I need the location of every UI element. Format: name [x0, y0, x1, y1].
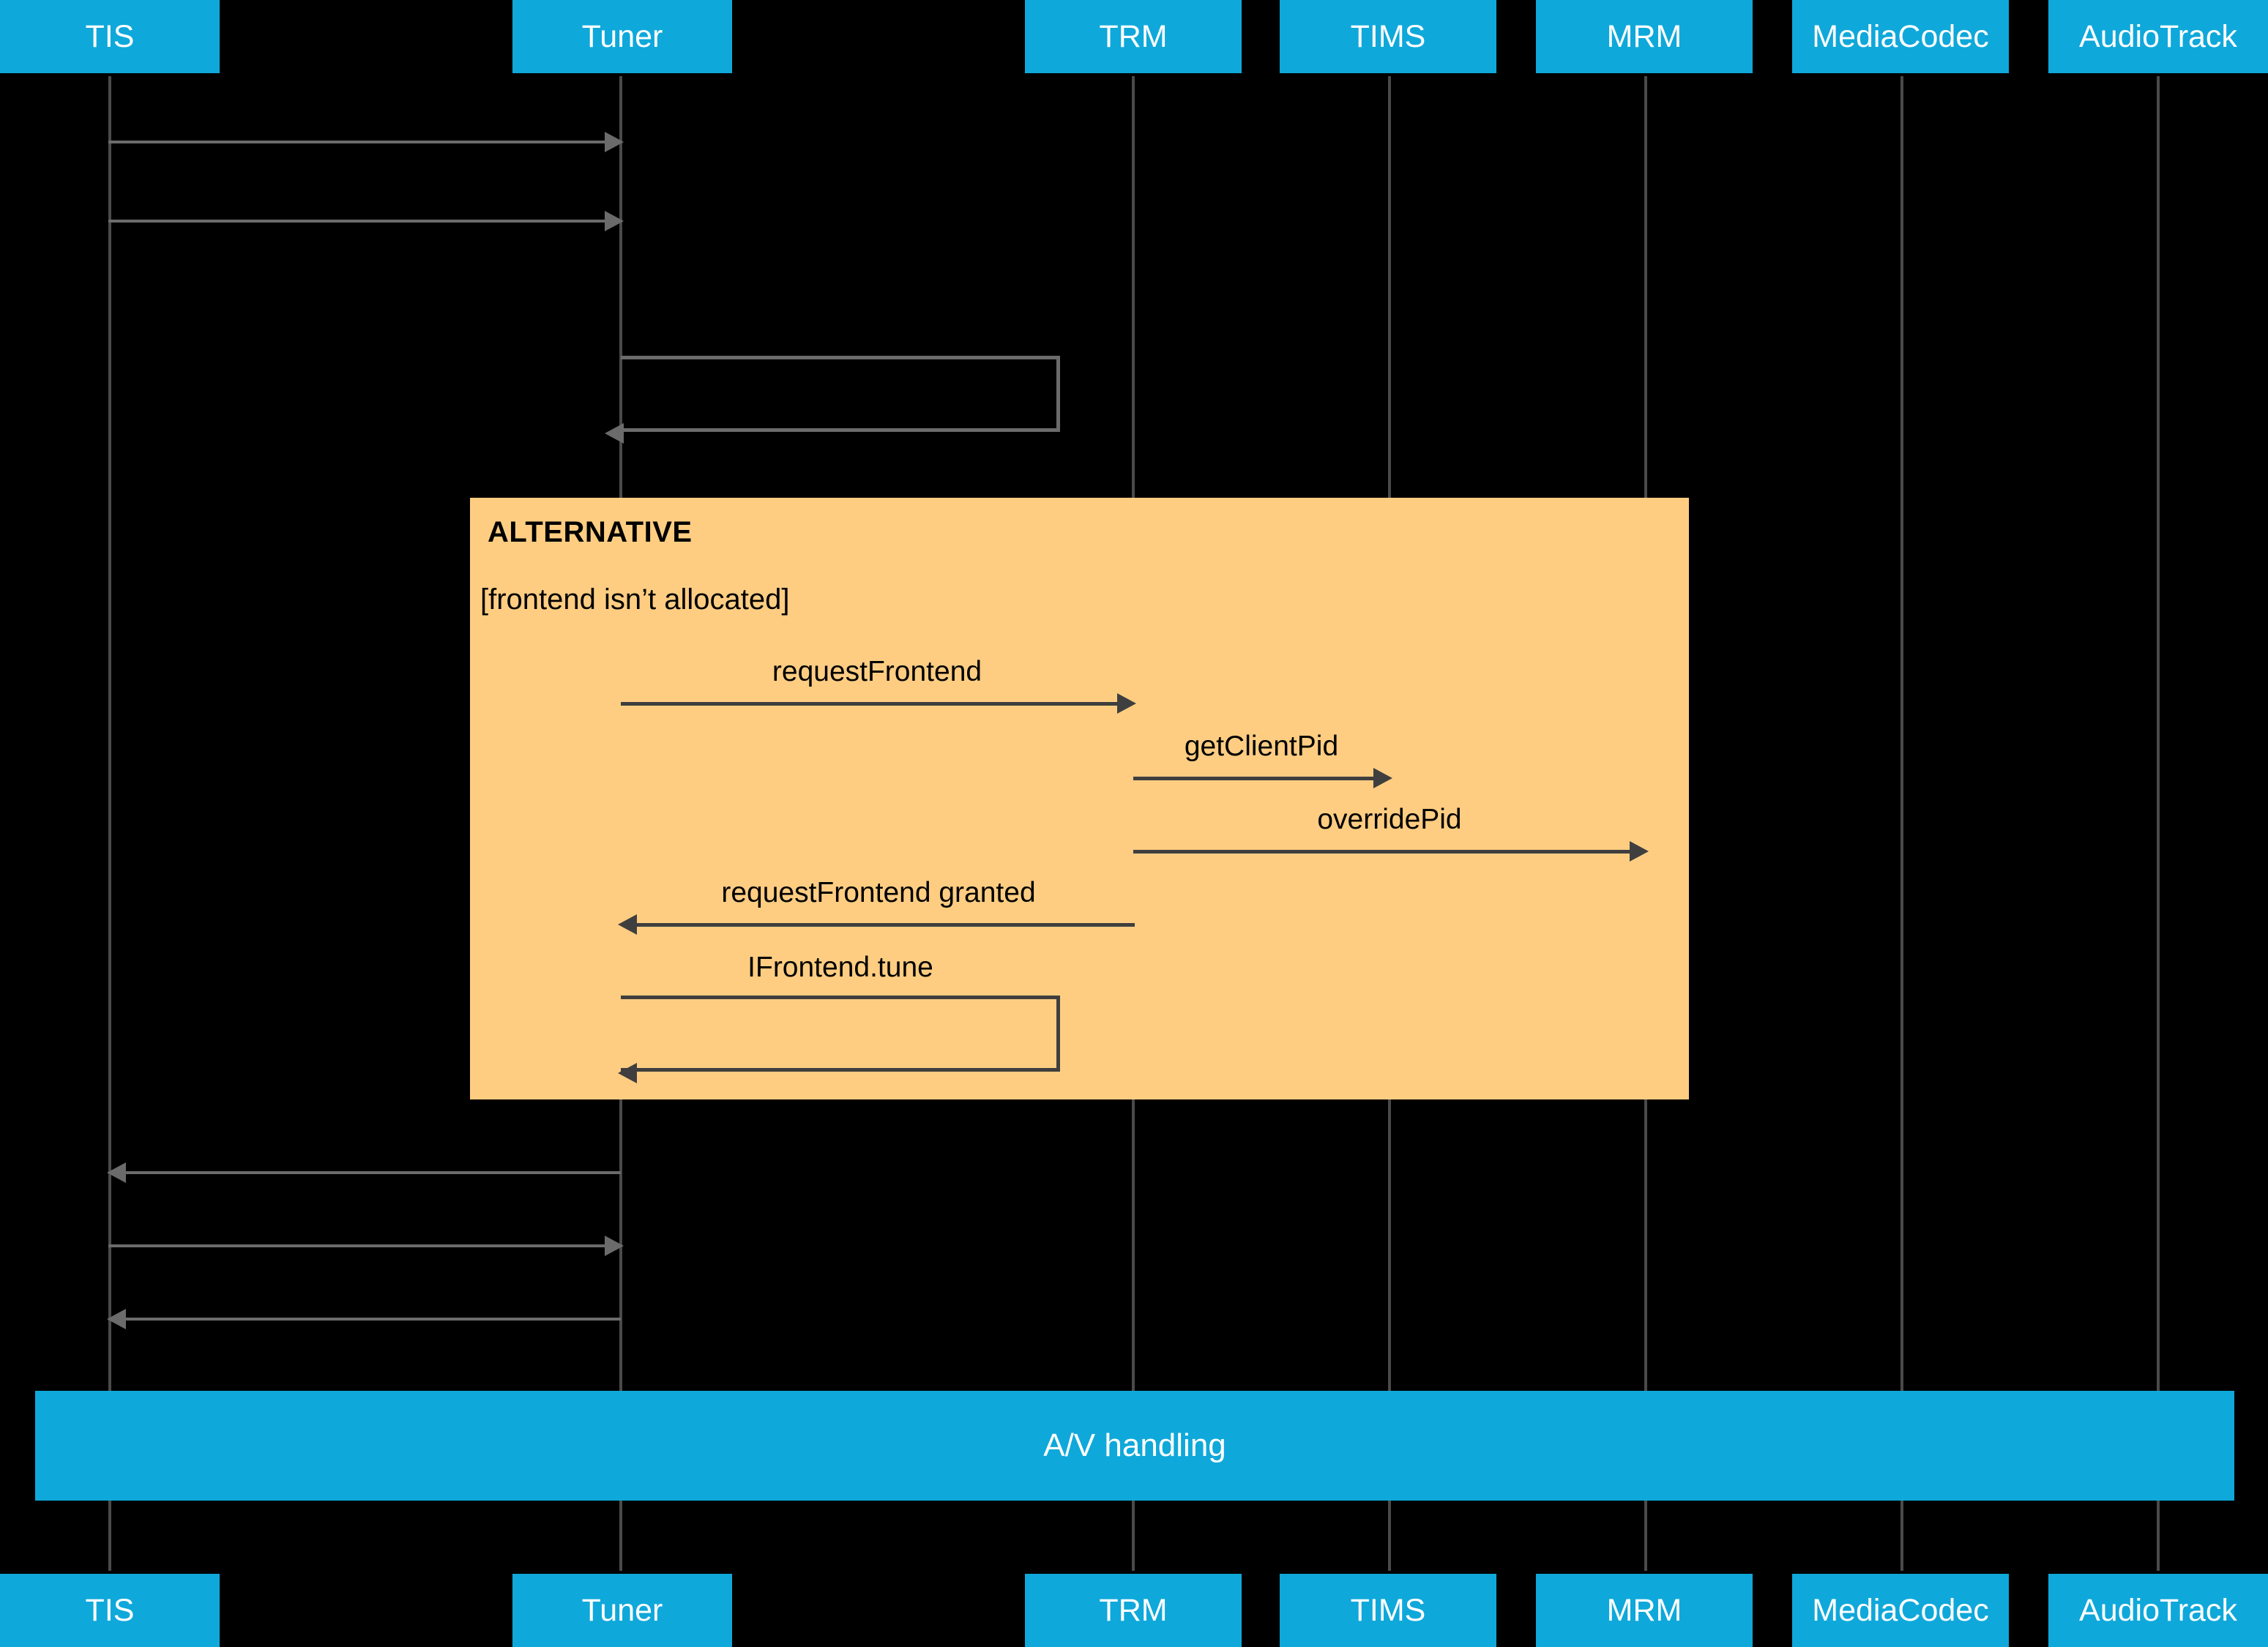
message-label-m8: IFrontend.tune	[747, 952, 933, 983]
action-bar-av-handling[interactable]: A/V handling	[35, 1391, 2234, 1501]
participant-header-mrm[interactable]: MRM	[1536, 0, 1753, 73]
participant-header-audiotrack[interactable]: AudioTrack	[2048, 0, 2268, 73]
participant-label: MediaCodec	[1812, 18, 1989, 54]
message-arrowhead-m2	[605, 211, 624, 231]
lifeline-mediacodec	[1900, 76, 1903, 1571]
participant-label: MRM	[1606, 1592, 1682, 1628]
action-bar-label: A/V handling	[1043, 1427, 1226, 1463]
message-label-m7: requestFrontend granted	[721, 877, 1036, 908]
participant-label: Tuner	[581, 1592, 663, 1628]
participant-label: TIMS	[1350, 1592, 1426, 1628]
participant-header-mediacodec[interactable]: MediaCodec	[1792, 0, 2009, 73]
participant-footer-tims[interactable]: TIMS	[1280, 1574, 1496, 1647]
message-arrowhead-m6	[1630, 841, 1649, 862]
message-line-m7	[635, 923, 1135, 927]
message-arrowhead-m8	[618, 1063, 637, 1083]
alt-fragment-operator: ALTERNATIVE	[488, 516, 693, 548]
alt-fragment-guard: [frontend isn’t allocated]	[480, 583, 790, 616]
message-arrowhead-m4	[1117, 693, 1136, 714]
participant-label: MediaCodec	[1812, 1592, 1989, 1628]
participant-header-trm[interactable]: TRM	[1025, 0, 1242, 73]
participant-label: TIS	[85, 1592, 135, 1628]
participant-header-tuner[interactable]: Tuner	[512, 0, 732, 73]
participant-header-tims[interactable]: TIMS	[1280, 0, 1496, 73]
alt-fragment-body	[470, 498, 1689, 1099]
lifeline-audiotrack	[2157, 76, 2160, 1571]
participant-footer-mediacodec[interactable]: MediaCodec	[1792, 1574, 2009, 1647]
participant-label: AudioTrack	[2079, 18, 2237, 54]
message-arrowhead-m5	[1373, 768, 1392, 788]
participant-header-tis[interactable]: TIS	[0, 0, 220, 73]
lifeline-tis	[108, 76, 111, 1571]
participant-label: AudioTrack	[2079, 1592, 2237, 1628]
message-arrowhead-m1	[605, 132, 624, 152]
selfcall-box-m3	[621, 356, 1060, 432]
participant-footer-audiotrack[interactable]: AudioTrack	[2048, 1574, 2268, 1647]
message-arrowhead-m9	[107, 1162, 126, 1183]
message-line-m4	[621, 702, 1117, 706]
message-arrowhead-m10	[605, 1236, 624, 1256]
participant-label: MRM	[1606, 18, 1682, 54]
message-line-m2	[108, 220, 613, 223]
message-line-m1	[108, 141, 613, 143]
message-line-m5	[1133, 777, 1373, 780]
message-label-m5: getClientPid	[1184, 731, 1339, 762]
participant-label: Tuner	[581, 18, 663, 54]
participant-label: TRM	[1099, 18, 1168, 54]
participant-footer-tuner[interactable]: Tuner	[512, 1574, 732, 1647]
participant-label: TRM	[1099, 1592, 1168, 1628]
message-line-m10	[108, 1244, 613, 1247]
message-line-m11	[124, 1318, 621, 1321]
message-arrowhead-m7	[618, 914, 637, 935]
message-arrowhead-m11	[107, 1309, 126, 1329]
participant-label: TIMS	[1350, 18, 1426, 54]
selfcall-box-m8	[621, 996, 1060, 1072]
participant-label: TIS	[85, 18, 135, 54]
participant-footer-mrm[interactable]: MRM	[1536, 1574, 1753, 1647]
message-label-m6: overridePid	[1317, 804, 1462, 835]
participant-footer-tis[interactable]: TIS	[0, 1574, 220, 1647]
message-label-m4: requestFrontend	[772, 656, 982, 687]
participant-footer-trm[interactable]: TRM	[1025, 1574, 1242, 1647]
message-arrowhead-m3	[605, 423, 624, 444]
message-line-m6	[1133, 850, 1630, 854]
message-line-m9	[124, 1171, 621, 1174]
